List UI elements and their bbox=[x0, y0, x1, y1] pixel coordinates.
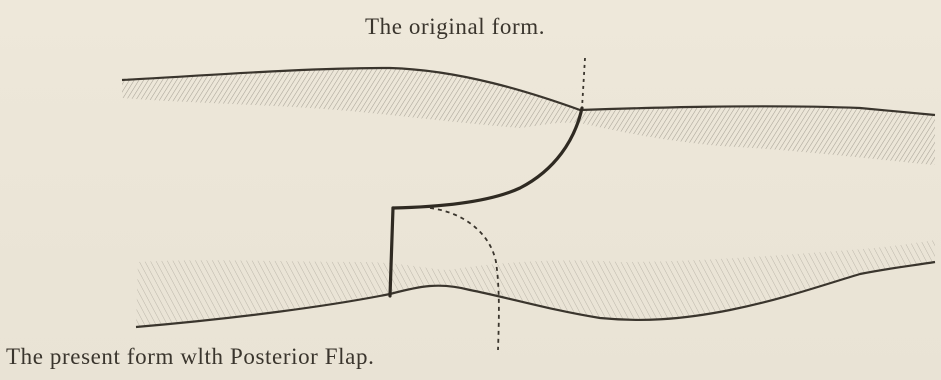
lower-limb-outline bbox=[136, 240, 935, 327]
upper-limb-outline bbox=[122, 68, 935, 165]
upper-shading bbox=[122, 68, 935, 165]
original-form-caption: The original form. bbox=[365, 14, 545, 40]
original-form-guide bbox=[582, 58, 585, 108]
original-form-dotted-line bbox=[582, 58, 585, 108]
present-form-caption: The present form wlth Posterior Flap. bbox=[6, 344, 374, 370]
